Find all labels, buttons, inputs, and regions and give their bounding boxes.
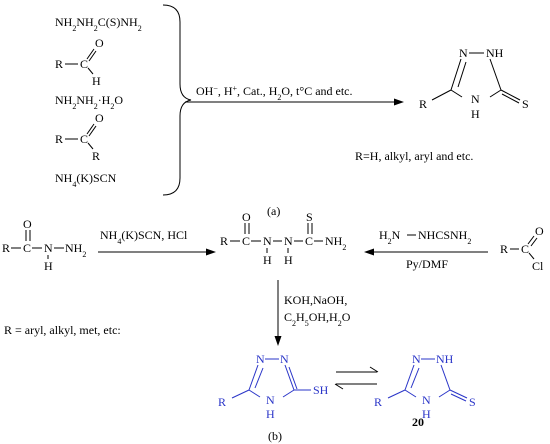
reagent-thiosemicarbazide: NH2NH2C(S)NH2 bbox=[55, 15, 142, 33]
chloride-c: C bbox=[521, 242, 529, 256]
thiol-h: H bbox=[266, 407, 275, 421]
ketone-o: O bbox=[95, 111, 104, 125]
aldehyde-c: C bbox=[80, 57, 88, 71]
thione-nh: NH bbox=[436, 352, 454, 366]
hydrazide-n: N bbox=[44, 241, 53, 255]
reagent-thiocyanate: NH4(K)SCN bbox=[55, 171, 117, 189]
reagent-b-top: NH4(K)SCN, HCl bbox=[100, 228, 188, 246]
substituent-r: R bbox=[419, 97, 427, 111]
ring-n4-h: H bbox=[471, 107, 480, 121]
thiol-r: R bbox=[218, 395, 226, 409]
panel-a: NH2NH2C(S)NH2 R C O H NH2NH2·H2O R C O bbox=[55, 4, 529, 218]
conditions-b-down-1: KOH,NaOH, bbox=[284, 293, 347, 307]
chloride-o: O bbox=[535, 224, 544, 238]
r-definition-b: R = aryl, alkyl, met, etc: bbox=[4, 323, 121, 337]
thione-n1: N bbox=[412, 352, 421, 366]
ring-n4: N bbox=[471, 92, 480, 106]
thiosemicarbazide-reagent-left: H2N bbox=[379, 228, 401, 246]
arrowhead-b3 bbox=[274, 336, 282, 346]
hydrazide-o: O bbox=[23, 217, 32, 231]
ketone-c: C bbox=[80, 132, 88, 146]
tautomer-equilibrium-arrows bbox=[334, 366, 379, 390]
thione-s: S bbox=[469, 395, 476, 409]
compound-number-20: 20 bbox=[412, 415, 424, 429]
reagent-list: NH2NH2C(S)NH2 R C O H NH2NH2·H2O R C O bbox=[55, 15, 142, 189]
panel-label-b: (b) bbox=[268, 429, 282, 443]
intermediate-r: R bbox=[220, 234, 228, 248]
thione-n4: N bbox=[422, 393, 431, 407]
ketone-r: R bbox=[55, 132, 63, 146]
intermediate-o: O bbox=[242, 210, 251, 224]
intermediate-nh2: NH2 bbox=[325, 234, 346, 252]
chloride-r: R bbox=[500, 242, 508, 256]
conditions-b-down-2: C2H5OH,H2O bbox=[284, 310, 351, 328]
ring-nh: NH bbox=[486, 46, 504, 60]
thione-r: R bbox=[374, 395, 382, 409]
ring-n1: N bbox=[459, 46, 468, 60]
chloride-cl: Cl bbox=[532, 259, 544, 273]
conditions-a: OH−, H+, Cat., H2O, t°C and etc. bbox=[196, 84, 353, 102]
intermediate-h2: H bbox=[284, 253, 293, 267]
hydrazide-h: H bbox=[44, 259, 53, 273]
thiol-n2: N bbox=[280, 352, 289, 366]
acyl-chloride: R C O Cl bbox=[500, 224, 544, 273]
acyl-hydrazide: R C O N H NH2 bbox=[2, 217, 86, 273]
aldehyde-o: O bbox=[95, 36, 104, 50]
thione-s: S bbox=[522, 97, 529, 111]
arrowhead-b1 bbox=[206, 248, 216, 256]
r-definition-a: R=H, alkyl, aryl and etc. bbox=[355, 149, 473, 163]
aldehyde-h: H bbox=[92, 74, 101, 88]
hydrazide-r: R bbox=[2, 241, 10, 255]
reagent-hydrazine-hydrate: NH2NH2·H2O bbox=[55, 93, 123, 111]
reagent-aldehyde: R C O H bbox=[55, 36, 104, 88]
triazolethione-product-a: N NH N H R S bbox=[419, 46, 529, 121]
intermediate-n2: N bbox=[284, 234, 293, 248]
hydrazide-nh2: NH2 bbox=[65, 241, 86, 259]
thione-h: H bbox=[422, 407, 431, 421]
conditions-b-right: Py/DMF bbox=[406, 257, 448, 271]
intermediate-n1: N bbox=[263, 234, 272, 248]
intermediate-c2: C bbox=[305, 234, 313, 248]
intermediate-s: S bbox=[306, 210, 313, 224]
thiol-n1: N bbox=[256, 352, 265, 366]
hydrazide-c: C bbox=[23, 241, 31, 255]
thiosemicarbazide-reagent-right: NHCSNH2 bbox=[418, 228, 471, 246]
acylthiosemicarbazide-intermediate: R C O N H N H C S NH2 bbox=[220, 210, 346, 267]
arrowhead-a bbox=[394, 98, 404, 106]
reagent-b-right: H2N NHCSNH2 bbox=[379, 228, 471, 246]
panel-b: R C O N H NH2 NH4(K)SCN, HCl R C O N bbox=[2, 210, 544, 443]
aldehyde-r: R bbox=[55, 57, 63, 71]
arrowhead-b2 bbox=[364, 248, 374, 256]
ketone-r2: R bbox=[92, 149, 100, 163]
reagent-ketone: R C O R bbox=[55, 111, 104, 163]
reagent-brace bbox=[162, 4, 192, 196]
thiol-sh: SH bbox=[313, 383, 329, 397]
intermediate-h1: H bbox=[263, 253, 272, 267]
triazolethione-tautomer: N NH N H R S bbox=[374, 352, 476, 421]
triazolethiol-tautomer: N N N H R SH bbox=[218, 352, 329, 421]
intermediate-c1: C bbox=[242, 234, 250, 248]
panel-label-a: (a) bbox=[267, 204, 280, 218]
thiol-n4: N bbox=[266, 393, 275, 407]
